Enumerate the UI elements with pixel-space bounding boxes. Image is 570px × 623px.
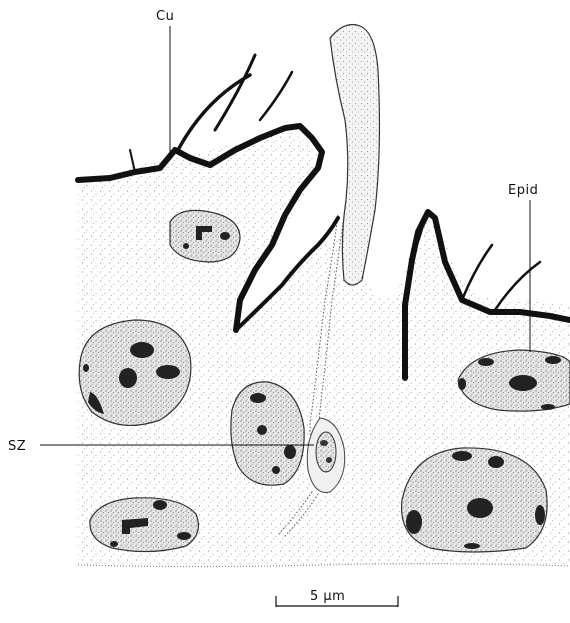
nucleus-center <box>231 382 304 485</box>
cuticle-spine <box>260 72 292 120</box>
sensory-cell-chromatin <box>320 440 328 446</box>
sensory-cell-chromatin <box>326 457 332 463</box>
sensory-cell-nucleus <box>316 432 336 472</box>
nucleus-right-lower <box>402 448 548 552</box>
nucleus-left <box>79 320 191 425</box>
nucleus-bottom <box>90 498 199 552</box>
cuticle-label: Cu <box>156 9 174 24</box>
cuticle-spine <box>462 245 492 300</box>
epidermis-label: Epid <box>508 183 538 198</box>
scale-bar-label: 5 µm <box>310 589 345 604</box>
sensory-cell-label: SZ <box>8 439 26 454</box>
cuticle-spine <box>215 55 255 130</box>
